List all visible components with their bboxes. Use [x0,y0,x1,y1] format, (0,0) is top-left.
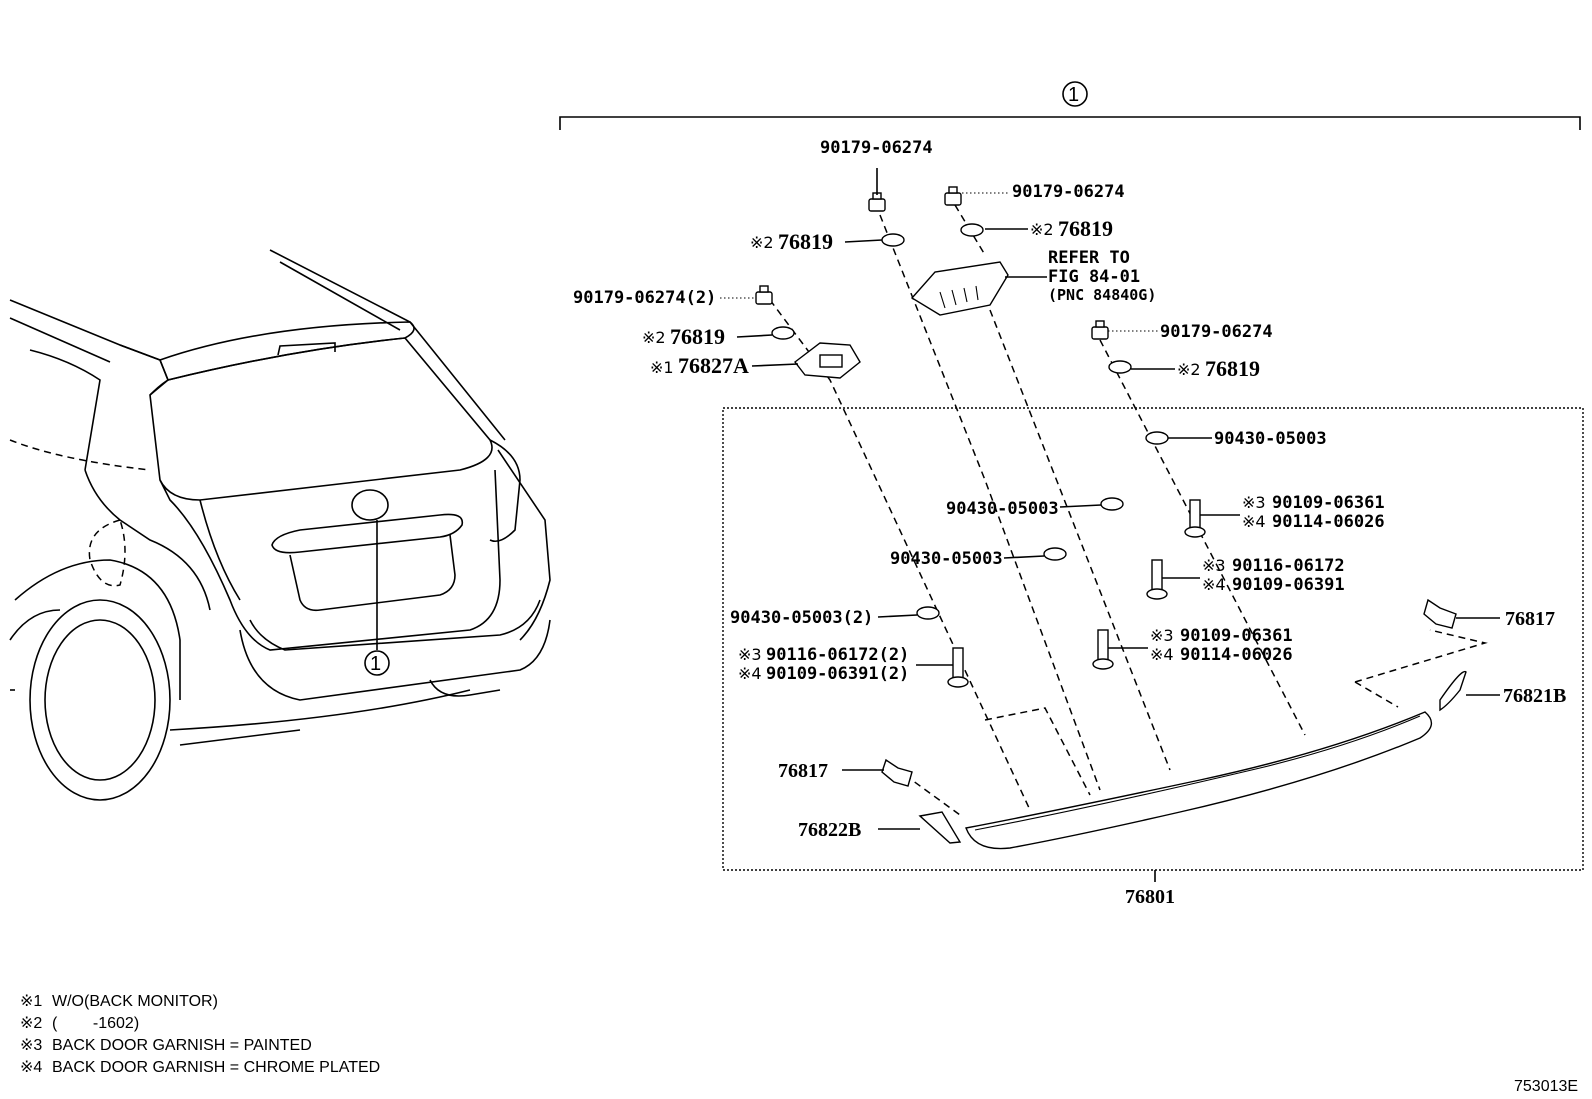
svg-text:※4: ※4 [20,1059,42,1076]
svg-text:※4: ※4 [1202,575,1226,594]
clip-icon [1091,320,1109,340]
svg-text:※1: ※1 [20,993,42,1010]
label-nut-4: 90430-05003(2) [730,608,873,628]
label-refer-3: (PNC 84840G) [1048,286,1156,304]
note-2: ( -1602) [52,1015,139,1032]
screw-icon [1184,499,1206,538]
part-labels: 90179-06274 90179-06274 ※2 76819 ※2 7681… [573,138,1566,908]
svg-text:※4: ※4 [738,664,762,683]
label-clip-76817-right: 76817 [1505,608,1555,630]
cushion-icon [771,326,795,340]
notes-legend: ※1 W/O(BACK MONITOR) ※2 ( -1602) ※3 BACK… [20,993,380,1076]
label-clip-76817-left: 76817 [778,760,828,782]
label-refer-1: REFER TO [1048,248,1130,268]
svg-text:※4: ※4 [1150,645,1174,664]
label-screw-4-b: 90109-06391(2) [766,664,909,684]
assembly-marker: 1 [1068,84,1079,106]
svg-text:※3: ※3 [1150,626,1174,645]
clip-icon [755,285,773,305]
label-garnish: 76801 [1125,886,1175,908]
clip-76817-icon [1423,598,1457,629]
screw-icon [1146,559,1168,600]
svg-text:※3: ※3 [738,645,762,664]
label-clip-top-left: 90179-06274 [820,138,933,158]
svg-text:※2: ※2 [20,1015,42,1032]
svg-text:※2: ※2 [750,233,774,252]
label-screw-4-a: 90116-06172(2) [766,645,909,665]
label-nut-1: 90430-05003 [1214,429,1327,449]
note-1: W/O(BACK MONITOR) [52,993,218,1010]
end-cap-right-icon [1439,670,1467,712]
garnish-icon [965,711,1433,850]
nut-icon [1145,431,1169,445]
label-screw-3-b: 90114-06026 [1180,645,1293,665]
nut-icon [1043,547,1067,561]
cushion-icon [960,223,984,237]
label-screw-3-a: 90109-06361 [1180,626,1293,646]
cushion-icon [881,233,905,247]
car-callout-number: 1 [370,653,381,675]
label-cushion-c: 76819 [670,324,725,349]
label-end-cap-left: 76822B [798,819,861,841]
clip-icon [944,186,962,206]
nut-icon [916,606,940,620]
svg-text:※3: ※3 [1202,556,1226,575]
label-screw-2-a: 90116-06172 [1232,556,1345,576]
end-cap-left-icon [918,811,962,844]
car-rear-illustration: 1 [9,249,551,801]
svg-text:※1: ※1 [650,358,674,377]
screw-icon [947,647,969,688]
label-nut-3: 90430-05003 [890,549,1003,569]
note-3: BACK DOOR GARNISH = PAINTED [52,1037,312,1054]
garnish-box [722,407,1584,871]
label-clip-top-mid: 90179-06274 [1012,182,1125,202]
svg-text:※3: ※3 [1242,493,1266,512]
svg-text:※4: ※4 [1242,512,1266,531]
label-refer-2: FIG 84-01 [1048,267,1140,287]
svg-text:※2: ※2 [642,328,666,347]
leader-lines [720,168,1500,882]
cushion-icon [1108,360,1132,374]
label-screw-1-b: 90114-06026 [1272,512,1385,532]
clip-icon [868,192,886,212]
note-4: BACK DOOR GARNISH = CHROME PLATED [52,1059,380,1076]
screw-icon [1092,629,1114,670]
svg-text:※2: ※2 [1177,360,1201,379]
label-nut-2: 90430-05003 [946,499,1059,519]
label-clip-right: 90179-06274 [1160,322,1273,342]
license-lamp-icon [910,261,1009,316]
label-screw-1-a: 90109-06361 [1272,493,1385,513]
label-camera-cover: 76827A [678,353,749,378]
label-cushion-a: 76819 [778,229,833,254]
svg-text:※3: ※3 [20,1037,42,1054]
label-cushion-b: 76819 [1058,216,1113,241]
label-cushion-d: 76819 [1205,356,1260,381]
camera-cover-icon [794,342,861,379]
nut-icon [1100,497,1124,511]
label-end-cap-right: 76821B [1503,685,1566,707]
clip-76817-icon [881,758,913,787]
figure-id: 753013E [1514,1078,1578,1095]
svg-text:※2: ※2 [1030,220,1054,239]
assembly-bracket: 1 [559,81,1581,130]
label-screw-2-b: 90109-06391 [1232,575,1345,595]
small-parts [755,186,1467,850]
label-clip-left-qty: 90179-06274(2) [573,288,716,308]
